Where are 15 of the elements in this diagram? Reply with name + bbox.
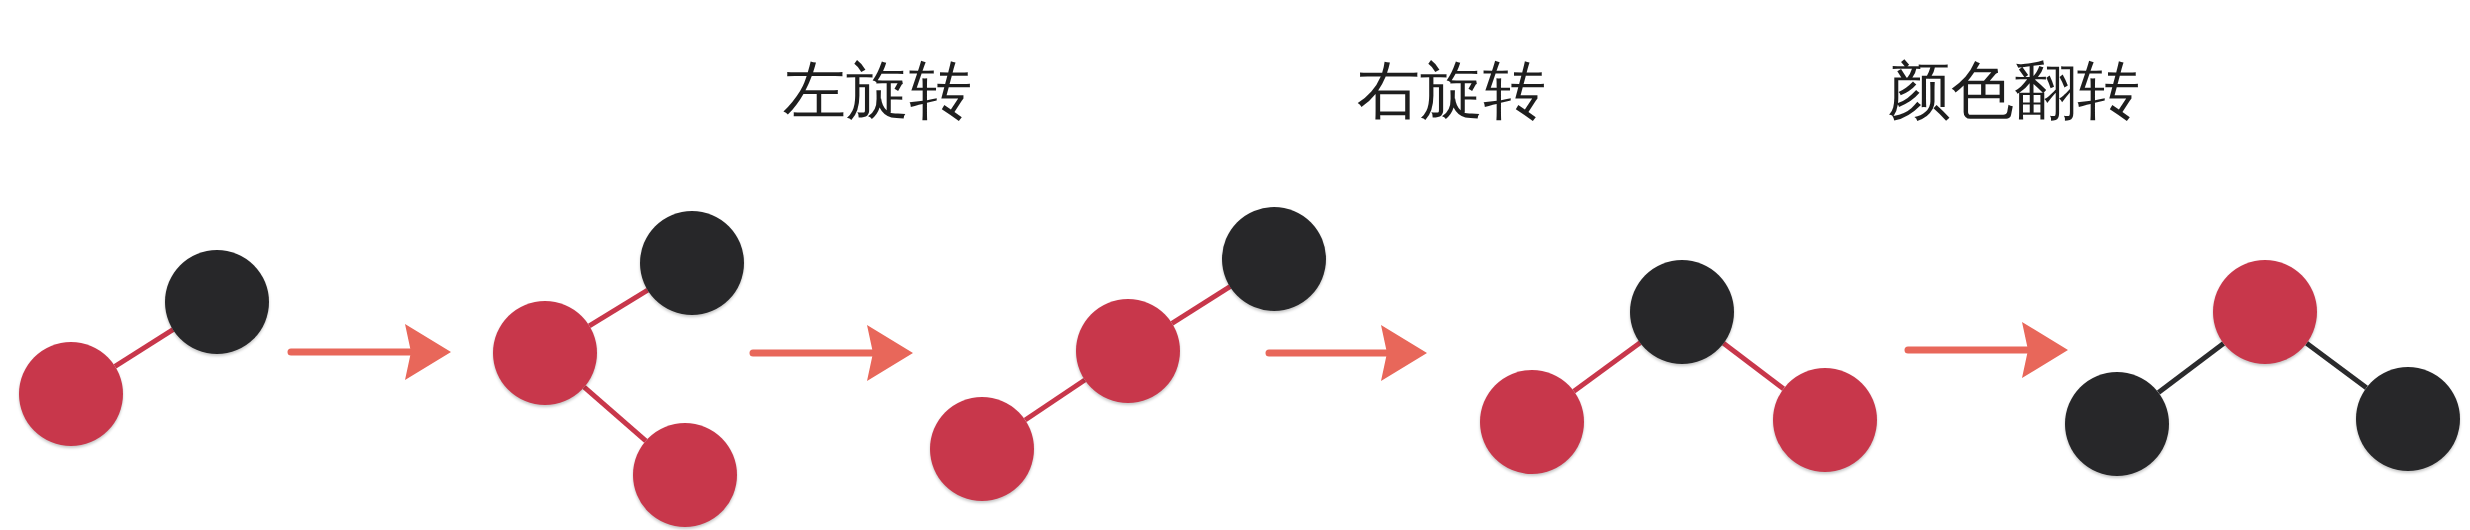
tree-node-circle — [1076, 299, 1180, 403]
tree-node-circle — [2213, 260, 2317, 364]
tree-link-line — [582, 385, 648, 443]
tree-link-line — [2157, 341, 2225, 395]
tree-link-line — [1722, 341, 1785, 391]
tree-link-line — [113, 327, 175, 369]
tree-link-line — [1023, 377, 1087, 423]
tree-link-line — [1572, 340, 1642, 394]
tree-link-line — [2305, 341, 2368, 390]
tree-link-line — [1170, 284, 1232, 326]
operation-label: 右旋转 — [1357, 56, 1546, 126]
operation-label: 颜色翻转 — [1888, 56, 2140, 126]
operation-label: 左旋转 — [783, 56, 972, 126]
tree-node-circle — [1630, 260, 1734, 364]
tree-link-line — [588, 288, 649, 328]
